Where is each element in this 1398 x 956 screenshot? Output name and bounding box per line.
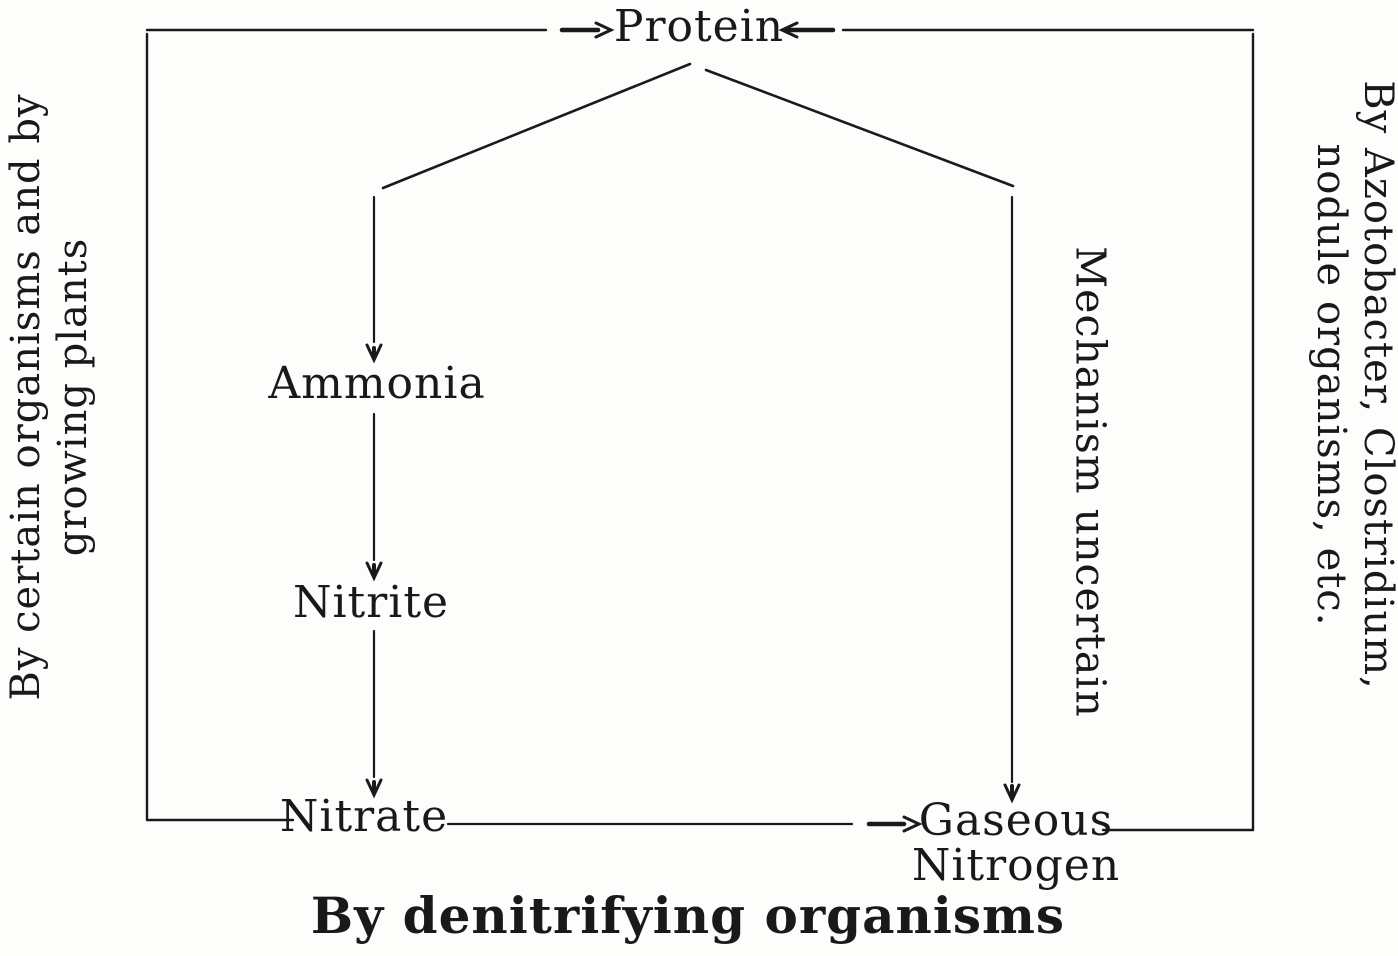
arrow-to-nitrite-icon	[365, 412, 383, 582]
node-nitrite: Nitrite	[292, 576, 450, 628]
bottom-caption: By denitrifying organisms	[310, 885, 1066, 945]
node-protein: Protein	[613, 0, 785, 52]
gaseous-nitrogen-line2: Nitrogen	[911, 840, 1121, 891]
protein-left-branch-line	[381, 62, 692, 190]
right-annotation-line2: nodule organisms, etc.	[1308, 143, 1354, 627]
gaseous-nitrogen-line1: Gaseous	[918, 795, 1114, 846]
node-ammonia: Ammonia	[268, 357, 486, 409]
left-annotation-line1: By certain organisms and by	[3, 93, 49, 701]
arrow-into-protein-right-icon	[778, 21, 836, 39]
mechanism-uncertain-label: Mechanism uncertain	[1066, 246, 1115, 718]
arrow-to-gaseous-icon	[1003, 195, 1021, 804]
arrow-into-gaseous-icon	[866, 815, 923, 833]
arrow-to-ammonia-icon	[365, 195, 383, 364]
arrow-into-protein-left-icon	[559, 21, 615, 39]
left-annotation: By certain organisms and by growing plan…	[3, 93, 97, 700]
right-annotation-line1: By Azotobacter, Clostridium,	[1355, 80, 1398, 690]
left-annotation-line2: growing plants	[50, 237, 96, 557]
arrow-to-nitrate-icon	[365, 629, 383, 799]
right-border-line	[1101, 32, 1255, 832]
right-annotation: By Azotobacter, Clostridium, nodule orga…	[1307, 80, 1398, 689]
protein-right-branch-line	[704, 68, 1015, 188]
node-nitrate: Nitrate	[279, 790, 449, 842]
node-gaseous-nitrogen: Gaseous Nitrogen	[912, 798, 1120, 888]
left-border-line	[145, 32, 295, 822]
